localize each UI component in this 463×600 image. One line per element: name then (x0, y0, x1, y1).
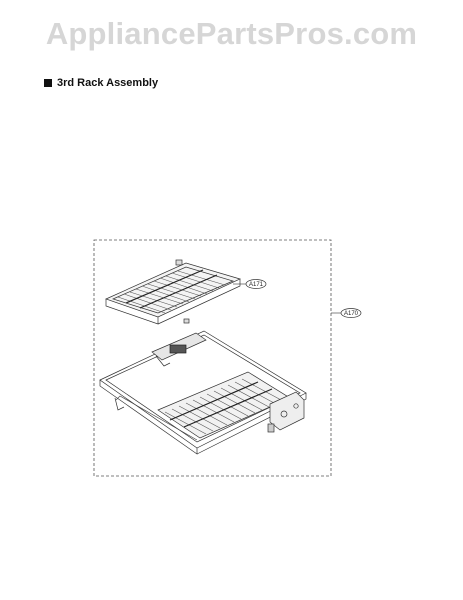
watermark-logo: AppliancePartsPros.com (45, 16, 418, 51)
callout-a170-label: A170 (344, 311, 359, 317)
assembly-boundary (93, 239, 332, 477)
callout-a171-label: A171 (249, 282, 264, 288)
square-bullet-icon (44, 79, 52, 87)
lower-frame-drawing (99, 330, 307, 455)
section-title: 3rd Rack Assembly (57, 77, 159, 89)
section-heading: 3rd Rack Assembly (44, 77, 158, 89)
upper-rack-drawing (105, 259, 241, 325)
callout-a171: A171 (233, 279, 267, 289)
callout-a170: A170 (331, 308, 362, 318)
